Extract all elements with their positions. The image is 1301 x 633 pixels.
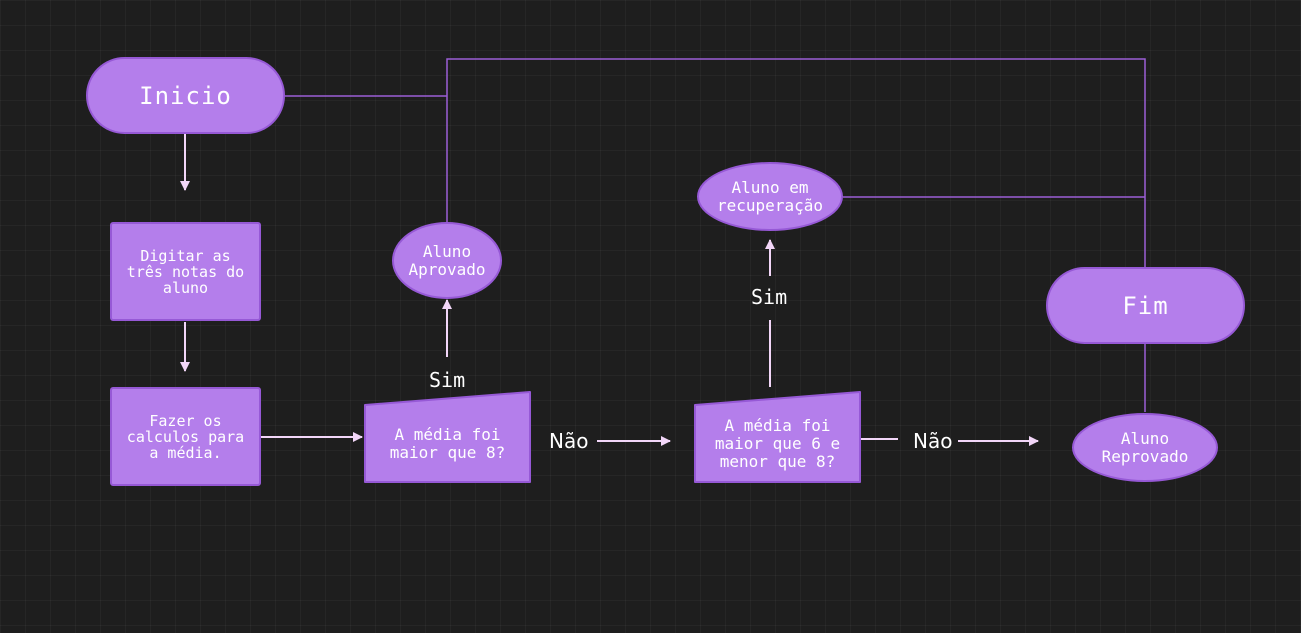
input-node[interactable]: Digitar as três notas do aluno: [110, 222, 261, 321]
edge-label-sim-2: Sim: [751, 285, 788, 309]
recovery-node[interactable]: Aluno em recuperação: [697, 162, 843, 231]
edge-label-sim-1: Sim: [429, 368, 466, 392]
end-node[interactable]: Fim: [1046, 267, 1245, 344]
start-node[interactable]: Inicio: [86, 57, 285, 134]
connector-approved-to-top: [446, 58, 1146, 268]
edge-label-nao-1: Não: [549, 429, 589, 453]
decision1-text[interactable]: A média foi maior que 8?: [389, 424, 506, 462]
edge-label-nao-2: Não: [913, 429, 953, 453]
failed-node[interactable]: Aluno Reprovado: [1072, 413, 1218, 482]
approved-node[interactable]: Aluno Aprovado: [392, 222, 502, 299]
calc-node[interactable]: Fazer os calculos para a média.: [110, 387, 261, 486]
decision2-text[interactable]: A média foi maior que 6 e menor que 8?: [714, 415, 841, 471]
